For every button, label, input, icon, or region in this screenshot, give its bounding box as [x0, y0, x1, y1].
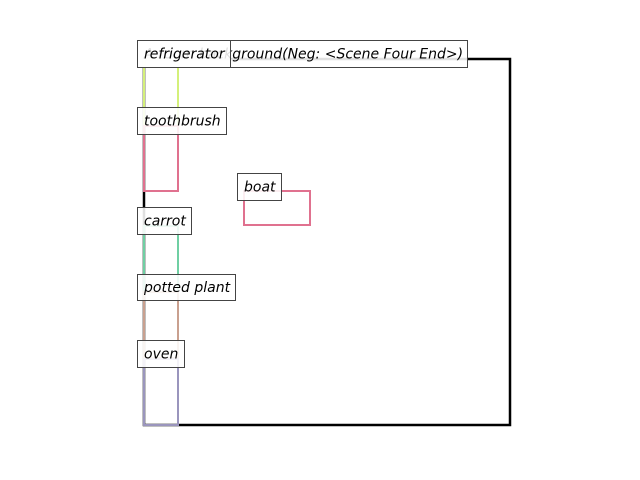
boat-label-text: boat	[244, 180, 276, 196]
boat-label: boat	[237, 173, 282, 201]
toothbrush-label-text: toothbrush	[144, 114, 221, 130]
toothbrush-label: toothbrush	[137, 107, 227, 135]
toothbrush-box	[143, 125, 179, 192]
refrigerator-label: refrigerator	[137, 40, 231, 68]
oven-label: oven	[137, 340, 185, 368]
refrigerator-label-text: refrigerator	[144, 47, 226, 63]
oven-box	[143, 358, 179, 426]
carrot-label-text: carrot	[144, 214, 186, 230]
potted-plant-label: potted plant	[137, 274, 236, 301]
oven-label-text: oven	[144, 347, 178, 363]
carrot-label: carrot	[137, 207, 192, 235]
potted-plant-label-text: potted plant	[143, 280, 231, 296]
